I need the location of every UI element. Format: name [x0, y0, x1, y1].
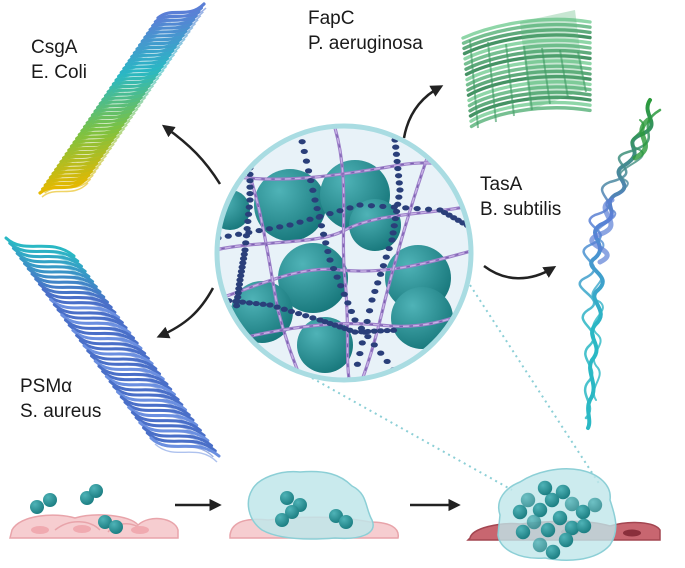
csga-label-species: E. Coli [31, 62, 87, 83]
tasa-label-species: B. subtilis [480, 199, 561, 220]
tasa-label-name: TasA [480, 174, 523, 195]
csga-fibril-structure [38, 2, 207, 198]
fapc-label-name: FapC [308, 8, 354, 29]
fapc-fibril-structure [461, 10, 592, 129]
purple-amyloid-fibers [217, 127, 471, 380]
stage-2-microcolony [229, 470, 399, 540]
arrows [156, 85, 557, 512]
arrow-to-psma [156, 287, 215, 339]
psma-fibril-structure [4, 236, 221, 463]
csga-beta-strands [38, 2, 207, 198]
psma-helical-strands [4, 236, 221, 463]
stage-3-mature-biofilm [466, 467, 661, 561]
navy-curli-fibers [217, 129, 471, 373]
species-labels: CsgA E. Coli FapC P. aeruginosa TasA B. … [20, 8, 561, 422]
arrow-to-tasa [483, 265, 557, 280]
stage-1-attachment [9, 484, 179, 539]
psma-label-name: PSMα [20, 376, 72, 397]
zoom-lines [311, 284, 601, 491]
psma-label-species: S. aureus [20, 401, 101, 422]
fapc-beta-strands [461, 10, 592, 129]
arrow-to-fapc [402, 85, 444, 139]
biofilm-matrix-zoom [214, 123, 474, 383]
fapc-label-species: P. aeruginosa [308, 33, 423, 54]
mature-biofilm-cells [512, 480, 603, 560]
arrow-to-csga [161, 124, 222, 185]
csga-label-name: CsgA [31, 37, 78, 58]
tasa-fibril-structure [578, 98, 662, 430]
